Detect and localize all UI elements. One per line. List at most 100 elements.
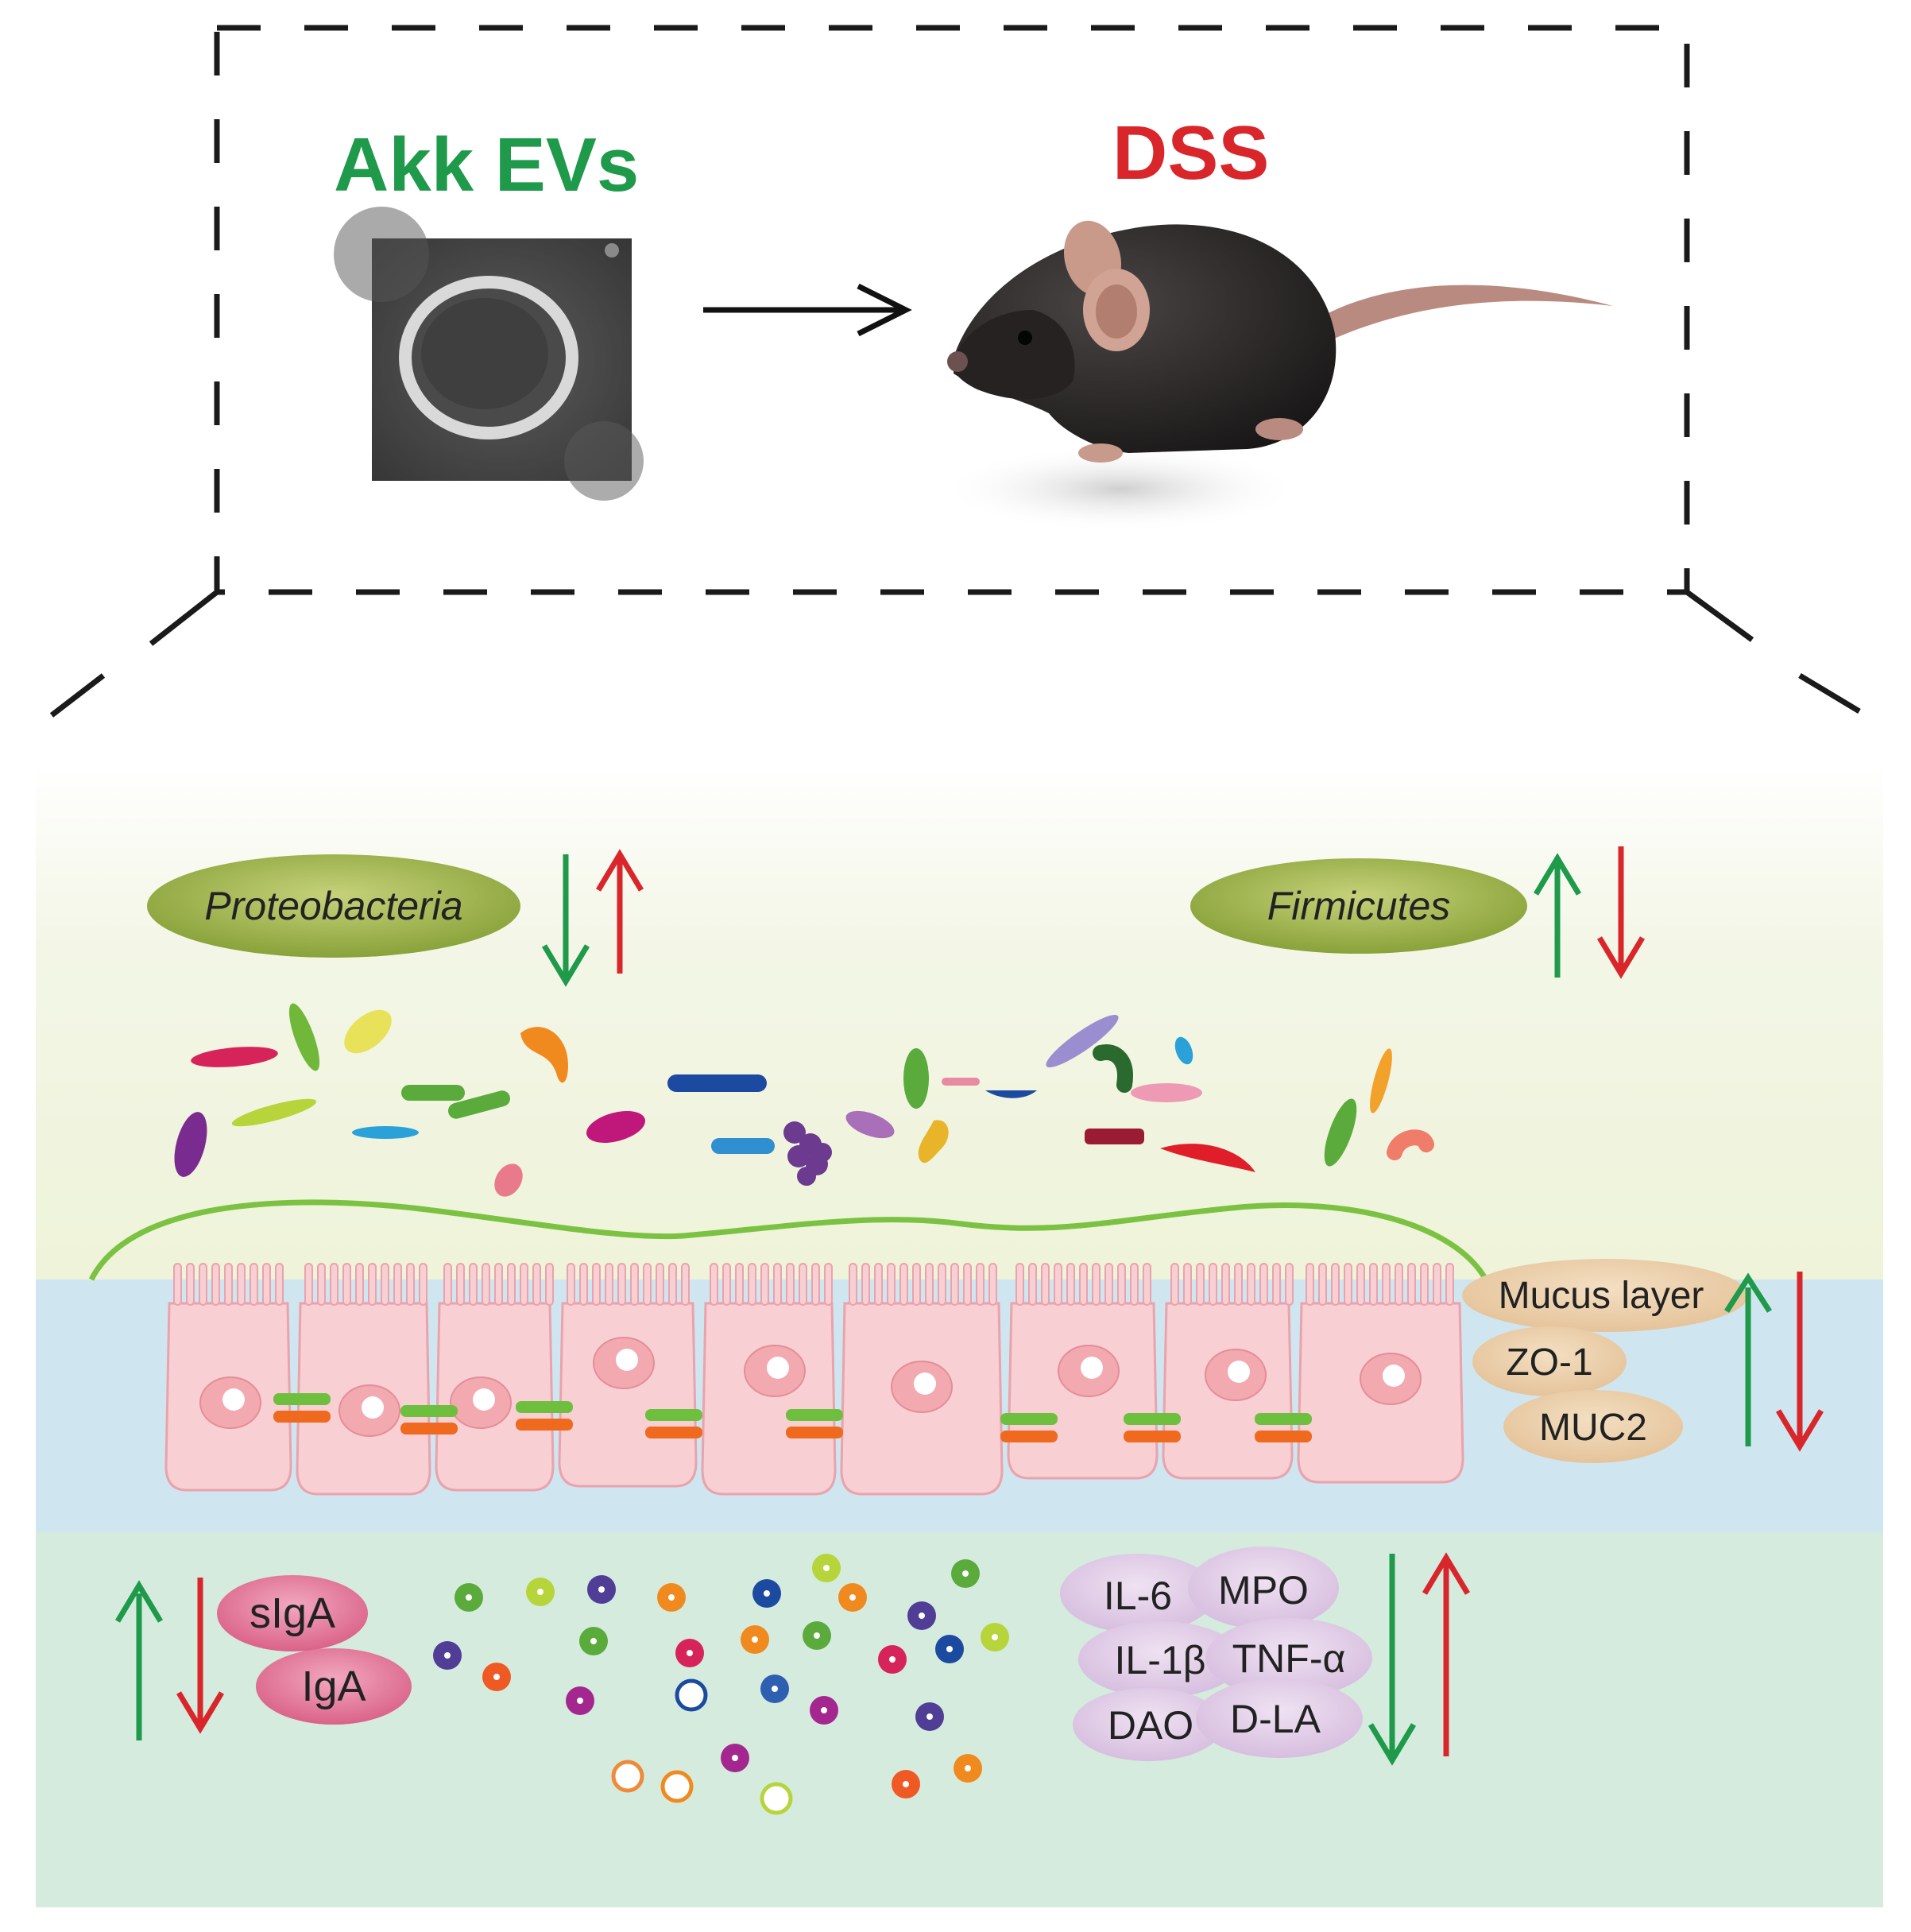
- cytokine-particle-core: [537, 1589, 544, 1595]
- tight-junction-protein: [516, 1419, 573, 1431]
- microvillus: [605, 1263, 613, 1306]
- microvillus: [1041, 1263, 1050, 1306]
- tight-junction-protein: [786, 1427, 843, 1438]
- cell-nucleolus: [767, 1357, 789, 1379]
- microvillus: [381, 1263, 389, 1306]
- microvillus: [1395, 1263, 1403, 1306]
- cell-nucleolus: [914, 1373, 936, 1395]
- cell-nucleolus: [222, 1388, 245, 1411]
- inflammation-markers: IL-6 MPO IL-1β TNF-α DAO D-LA: [1060, 1547, 1372, 1761]
- microvillus: [592, 1263, 601, 1306]
- tight-junction-protein: [1255, 1431, 1312, 1442]
- microvillus: [199, 1263, 207, 1306]
- microvillus: [668, 1263, 677, 1306]
- tight-junction-zo1: [516, 1401, 573, 1413]
- microvillus: [482, 1263, 490, 1306]
- il6-label: IL-6: [1104, 1574, 1172, 1618]
- mucus-layer-label: Mucus layer: [1499, 1275, 1704, 1317]
- akk-ev-micrograph: [334, 207, 644, 501]
- barrier-arrows: [1724, 1272, 1824, 1452]
- microvillus: [1130, 1263, 1139, 1306]
- cytokine-particle-core: [752, 1636, 758, 1643]
- microvillus: [1209, 1263, 1217, 1306]
- cytokine-particle: [675, 1678, 708, 1712]
- cytokine-particle-core: [965, 1765, 971, 1771]
- microvillus: [1170, 1263, 1179, 1306]
- treatment-box: [49, 25, 1861, 718]
- dss-label: DSS: [1112, 110, 1269, 196]
- microvillus: [786, 1263, 795, 1306]
- microvillus: [1015, 1263, 1024, 1306]
- microvillus: [1183, 1263, 1192, 1306]
- microvillus: [656, 1263, 664, 1306]
- microvillus: [1104, 1263, 1113, 1306]
- microvillus: [1259, 1263, 1268, 1306]
- microvillus: [342, 1263, 351, 1306]
- firmicutes-badge: Firmicutes: [1190, 858, 1527, 954]
- akk-evs-label: Akk EVs: [334, 122, 639, 207]
- cell-nucleolus: [362, 1396, 384, 1419]
- microvillus: [1306, 1263, 1314, 1306]
- black-mouse: [938, 220, 1613, 532]
- microvillus: [1356, 1263, 1365, 1306]
- microvillus: [224, 1263, 233, 1306]
- microvillus: [1092, 1263, 1101, 1306]
- microvillus: [630, 1263, 639, 1306]
- microvillus: [1285, 1263, 1294, 1306]
- microvillus: [760, 1263, 769, 1306]
- tight-junction-zo1: [1124, 1413, 1181, 1425]
- iga-label: IgA: [301, 1663, 366, 1710]
- microvillus: [173, 1263, 182, 1306]
- cytokine-particle: [760, 1782, 793, 1815]
- firmicutes-label: Firmicutes: [1267, 884, 1451, 928]
- microvillus: [1028, 1263, 1037, 1306]
- microvillus: [443, 1263, 452, 1306]
- microvillus: [963, 1263, 972, 1306]
- microvillus: [1433, 1263, 1441, 1306]
- microvillus: [1143, 1263, 1151, 1306]
- microvillus: [811, 1263, 820, 1306]
- cytokine-particle-core: [590, 1638, 597, 1644]
- cytokine-particle-core: [598, 1586, 605, 1593]
- cytokine-particle-core: [764, 1590, 770, 1597]
- microvillus: [1272, 1263, 1281, 1306]
- microvillus: [874, 1263, 883, 1306]
- cytokine-particle-core: [732, 1755, 738, 1761]
- microvillus: [1344, 1263, 1352, 1306]
- proteobacteria-label: Proteobacteria: [204, 884, 462, 928]
- microvillus: [1318, 1263, 1327, 1306]
- epithelial-cell: [701, 1302, 837, 1496]
- microvillus: [849, 1263, 857, 1306]
- microvillus: [617, 1263, 626, 1306]
- tight-junction-protein: [273, 1411, 331, 1423]
- microvillus: [545, 1263, 554, 1306]
- cytokine-particle-core: [687, 1650, 693, 1656]
- microvillus: [393, 1263, 402, 1306]
- proteobacteria-badge: Proteobacteria: [147, 854, 520, 958]
- microvillus: [799, 1263, 807, 1306]
- microvillus: [1445, 1263, 1454, 1306]
- cell-nucleolus: [473, 1388, 495, 1411]
- cell-nucleolus: [1383, 1365, 1405, 1387]
- cell-nucleolus: [616, 1349, 638, 1371]
- microvillus: [567, 1263, 575, 1306]
- microvillus: [317, 1263, 326, 1306]
- cytokine-particle-core: [946, 1646, 953, 1652]
- microvillus: [304, 1263, 313, 1306]
- microvillus: [186, 1263, 195, 1306]
- cytokine-particle-core: [849, 1594, 856, 1601]
- microvillus: [643, 1263, 652, 1306]
- cytokine-particle-core: [493, 1674, 500, 1680]
- dla-label: D-LA: [1230, 1697, 1321, 1741]
- microvillus: [262, 1263, 271, 1306]
- cytokine-particle-core: [772, 1686, 778, 1692]
- microvillus: [1234, 1263, 1243, 1306]
- microvillus: [456, 1263, 465, 1306]
- cytokine-particle: [611, 1760, 644, 1793]
- microvillus: [469, 1263, 478, 1306]
- microvillus: [925, 1263, 934, 1306]
- cell-nucleolus: [1228, 1361, 1250, 1383]
- microvillus: [899, 1263, 908, 1306]
- microvillus: [912, 1263, 921, 1306]
- microvillus: [507, 1263, 516, 1306]
